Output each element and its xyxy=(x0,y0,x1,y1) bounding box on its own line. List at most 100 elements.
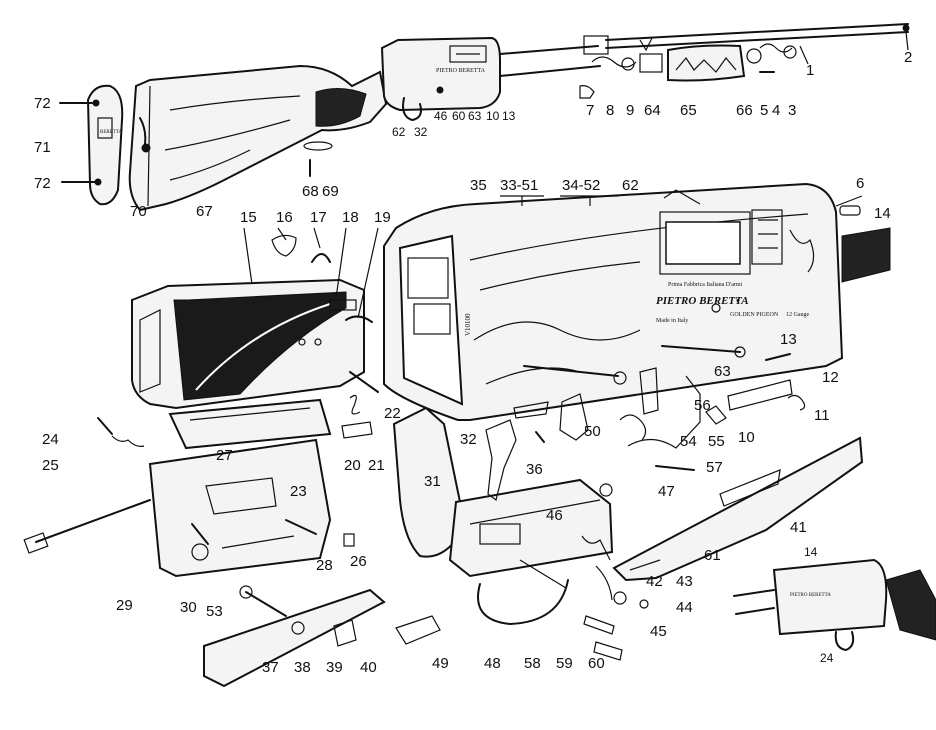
inset-labels: 14 24 xyxy=(804,545,834,665)
trigger-guard-31 xyxy=(392,406,614,625)
leader-lines xyxy=(243,31,909,319)
top-receiver-labels: 62 32 46 60 63 10 13 xyxy=(392,109,516,139)
label-58: 58 xyxy=(524,655,541,672)
part-44 xyxy=(639,599,649,609)
label-57: 57 xyxy=(706,459,723,476)
engraving-serial: V10100 xyxy=(464,313,472,336)
part-26 xyxy=(343,533,355,547)
label-top-62: 62 xyxy=(392,125,406,139)
label-27: 27 xyxy=(216,447,233,464)
label-2: 2 xyxy=(904,49,912,66)
buttstock xyxy=(128,64,388,212)
label-24: 24 xyxy=(42,431,59,448)
label-20: 20 xyxy=(344,457,361,474)
buttplate-brand: BERETTA xyxy=(100,130,122,135)
label-59: 59 xyxy=(556,655,573,672)
label-14: 14 xyxy=(874,205,891,222)
svg-text:•: • xyxy=(736,295,740,307)
label-35: 35 xyxy=(470,177,487,194)
label-36: 36 xyxy=(526,461,543,478)
part-59 xyxy=(595,565,613,601)
part-45 xyxy=(613,591,627,605)
label-69: 69 xyxy=(322,183,339,200)
label-71: 71 xyxy=(34,139,51,156)
receiver-top-brand: PIETRO BERETTA xyxy=(436,68,486,74)
label-top-60: 60 xyxy=(452,109,466,123)
pin-57 xyxy=(655,465,695,471)
part-18 xyxy=(329,299,357,311)
label-7: 7 xyxy=(586,102,594,119)
stock-bolt-70 xyxy=(141,143,151,153)
label-46: 46 xyxy=(546,507,563,524)
label-41: 41 xyxy=(790,519,807,536)
label-23: 23 xyxy=(290,483,307,500)
pin-24 xyxy=(97,417,113,435)
label-17: 17 xyxy=(310,209,327,226)
spring-58 xyxy=(581,535,611,561)
label-68: 68 xyxy=(302,183,319,200)
label-38: 38 xyxy=(294,659,311,676)
part-56 xyxy=(639,367,659,415)
ejection-port xyxy=(659,211,751,275)
label-63: 63 xyxy=(714,363,731,380)
part-12 xyxy=(727,379,793,411)
part-33 xyxy=(513,401,549,419)
label-62: 62 xyxy=(622,177,639,194)
label-29: 29 xyxy=(116,597,133,614)
trigger-32 xyxy=(485,419,517,502)
label-55: 55 xyxy=(708,433,725,450)
label-47: 47 xyxy=(658,483,675,500)
part-10 xyxy=(705,405,727,425)
part-7 xyxy=(579,85,595,99)
label-15: 15 xyxy=(240,209,257,226)
label-top-10: 10 xyxy=(486,109,500,123)
receiver-6: Prima Fabbrica Italiana D'armi PIETRO BE… xyxy=(383,182,891,421)
spring-54 xyxy=(619,414,647,441)
label-61: 61 xyxy=(704,547,721,564)
screw-14 xyxy=(839,205,861,216)
label-top-13: 13 xyxy=(502,109,516,123)
part-labels: 1 2 3 4 5 6 7 8 9 10 11 12 13 14 15 16 1… xyxy=(34,49,912,676)
label-66: 66 xyxy=(736,102,753,119)
label-top-32: 32 xyxy=(414,125,428,139)
part-13 xyxy=(765,353,791,361)
label-10: 10 xyxy=(738,429,755,446)
carrier-27 xyxy=(168,398,332,450)
lever-37 xyxy=(203,588,386,688)
engraving-model-suffix: 12 Gauge xyxy=(786,312,809,318)
label-25: 25 xyxy=(42,457,59,474)
label-48: 48 xyxy=(484,655,501,672)
inset-receiver: PIETRO BERETTA xyxy=(733,558,936,651)
pin-36 xyxy=(535,431,545,443)
spring-11 xyxy=(787,394,806,411)
label-13: 13 xyxy=(780,331,797,348)
part-39 xyxy=(333,619,357,647)
label-12: 12 xyxy=(822,369,839,386)
part-21 xyxy=(341,421,373,439)
sling-swivel-69 xyxy=(303,141,333,177)
label-39: 39 xyxy=(326,659,343,676)
checkered-grip xyxy=(315,88,367,127)
buttplate-assembly: BERETTA xyxy=(59,84,124,206)
barrel-assembly xyxy=(499,23,910,99)
label-8: 8 xyxy=(606,102,614,119)
lower-left-parts xyxy=(203,585,441,688)
pin-30 xyxy=(191,523,209,545)
spring-20 xyxy=(349,394,361,415)
spring-4 xyxy=(759,43,793,53)
label-3: 3 xyxy=(788,102,796,119)
label-30: 30 xyxy=(180,599,197,616)
label-16: 16 xyxy=(276,209,293,226)
pin-28 xyxy=(285,519,317,535)
pin-53 xyxy=(245,591,287,617)
extractor-16 xyxy=(271,234,297,257)
label-37: 37 xyxy=(262,659,279,676)
engraving-made-in: Made in Italy xyxy=(656,318,688,324)
label-43: 43 xyxy=(676,573,693,590)
slide-23 xyxy=(148,438,332,578)
label-42: 42 xyxy=(646,573,663,590)
part-60 xyxy=(583,615,615,635)
engraving-brand: PIETRO BERETTA xyxy=(656,295,749,307)
label-40: 40 xyxy=(360,659,377,676)
